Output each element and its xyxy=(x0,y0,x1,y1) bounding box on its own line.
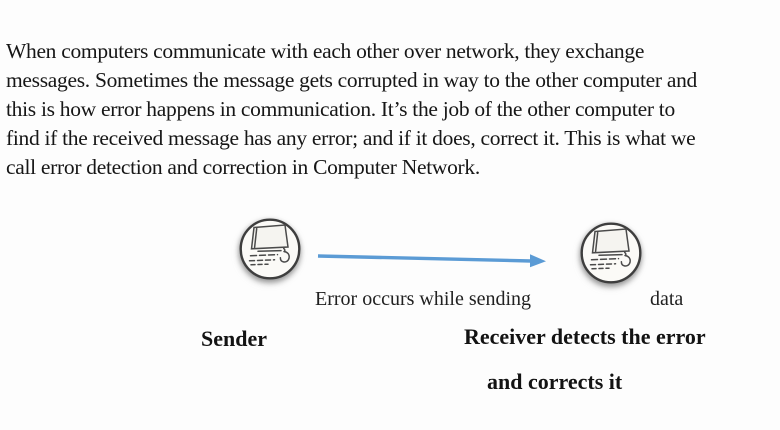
paragraph-line: find if the received message has any err… xyxy=(6,126,696,150)
arrow-caption-right: data xyxy=(650,288,684,310)
paragraph-line: call error detection and correction in C… xyxy=(6,155,480,179)
intro-paragraph: When computers communicate with each oth… xyxy=(6,37,780,182)
paragraph-line: When computers communicate with each oth… xyxy=(6,39,645,63)
receiver-label-line2: and corrects it xyxy=(487,369,623,394)
receiver-computer-icon xyxy=(579,221,643,285)
receiver-label-line1: Receiver detects the error xyxy=(464,324,706,349)
computer-icon xyxy=(239,218,301,280)
sender-label: Sender xyxy=(201,326,267,351)
computer-icon xyxy=(580,222,642,284)
paragraph-line: messages. Sometimes the message gets cor… xyxy=(6,68,697,92)
arrow-head xyxy=(530,254,546,268)
sender-computer-icon xyxy=(238,217,302,281)
arrow-shaft xyxy=(317,254,532,263)
paragraph-line: this is how error happens in communicati… xyxy=(6,97,675,121)
data-flow-arrow xyxy=(317,254,546,268)
arrow-caption-left: Error occurs while sending xyxy=(315,288,532,310)
